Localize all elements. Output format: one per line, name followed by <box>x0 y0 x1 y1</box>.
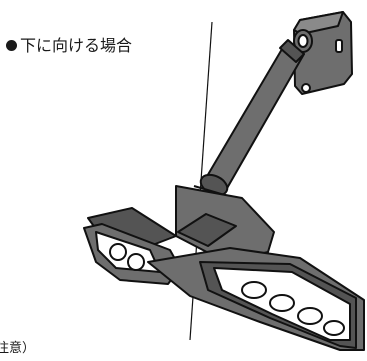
caption-text: 下に向ける場合 <box>20 36 133 55</box>
caption: 下に向ける場合 <box>6 37 132 55</box>
support-arm <box>193 39 305 208</box>
bullet-icon <box>6 40 17 51</box>
footnote: 注意） <box>0 341 36 356</box>
lamp-head-icon <box>83 185 365 351</box>
